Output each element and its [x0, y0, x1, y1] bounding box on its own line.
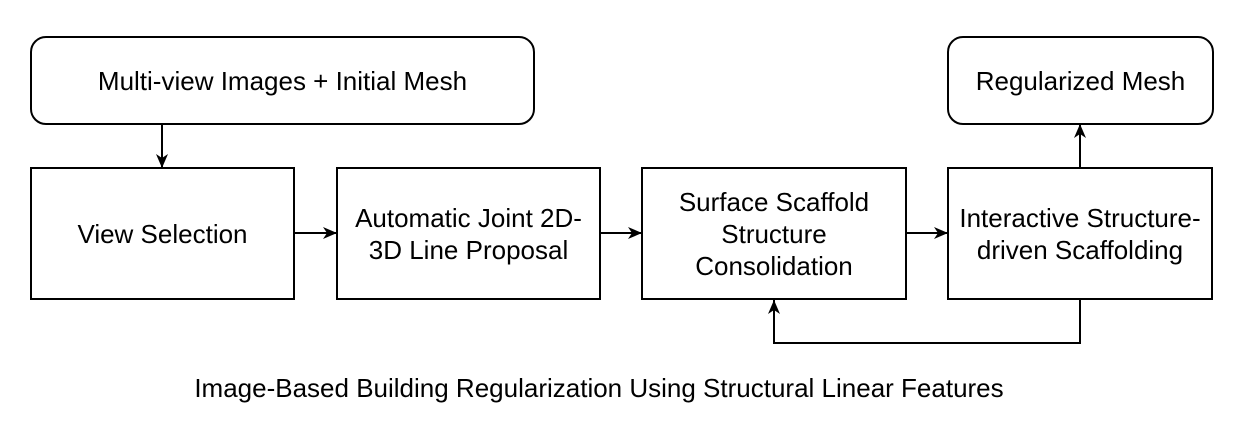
- node-label-line: Structure: [721, 218, 827, 249]
- node-label: Regularized Mesh: [975, 65, 1186, 96]
- node-label-line: 3D Line Proposal: [368, 234, 569, 265]
- node-regularized-mesh: Regularized Mesh: [947, 36, 1214, 125]
- node-label-line: Consolidation: [695, 250, 853, 281]
- node-input-images-mesh: Multi-view Images + Initial Mesh: [30, 36, 535, 125]
- node-view-selection: View Selection: [30, 167, 295, 300]
- node-label: Multi-view Images + Initial Mesh: [97, 65, 468, 96]
- node-interactive-scaffolding: Interactive Structure- driven Scaffoldin…: [947, 167, 1213, 300]
- diagram-caption: Image-Based Building Regularization Usin…: [194, 373, 1004, 403]
- node-label-line: Automatic Joint 2D-: [355, 202, 582, 233]
- node-label: View Selection: [77, 218, 248, 249]
- node-label-line: driven Scaffolding: [976, 234, 1184, 265]
- node-label-line: Interactive Structure-: [959, 202, 1201, 233]
- node-line-proposal: Automatic Joint 2D- 3D Line Proposal: [336, 167, 601, 300]
- node-label-line: Surface Scaffold: [678, 186, 870, 217]
- feedback-arrow-scaffolding-to-consolidation: [768, 300, 1081, 344]
- node-scaffold-consolidation: Surface Scaffold Structure Consolidation: [641, 167, 907, 300]
